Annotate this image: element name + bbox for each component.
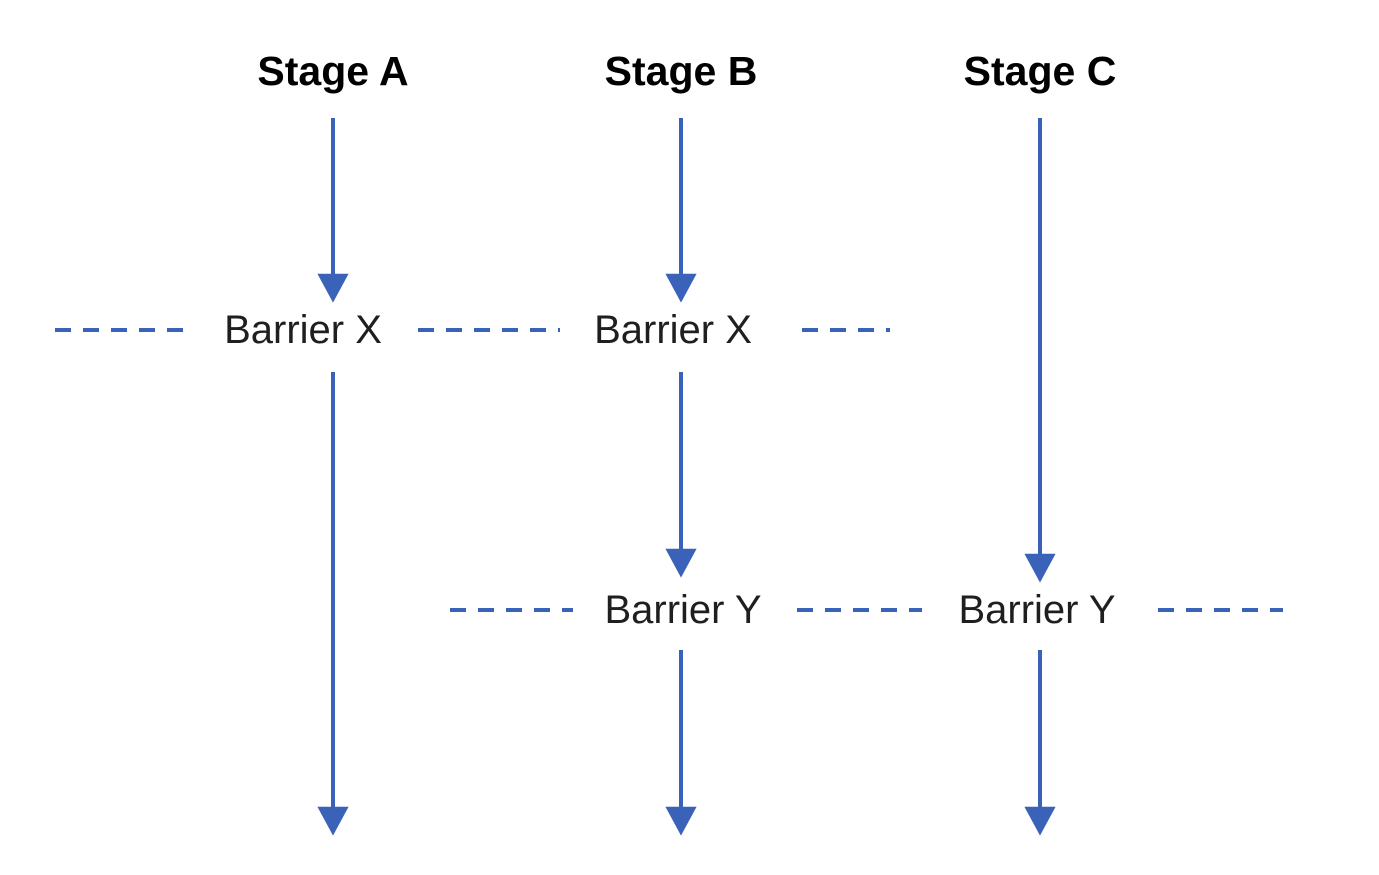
barrier-node-b-x: Barrier X bbox=[588, 310, 758, 350]
barrier-node-a-x: Barrier X bbox=[218, 310, 388, 350]
arrow-group bbox=[317, 118, 1056, 836]
barrier-node-c-y: Barrier Y bbox=[952, 590, 1122, 630]
stage-header-c: Stage C bbox=[963, 48, 1117, 94]
dashed-link-group bbox=[55, 328, 1283, 612]
barrier-node-b-y: Barrier Y bbox=[598, 590, 768, 630]
stage-header-a: Stage A bbox=[257, 48, 409, 94]
stage-header-b: Stage B bbox=[604, 48, 758, 94]
